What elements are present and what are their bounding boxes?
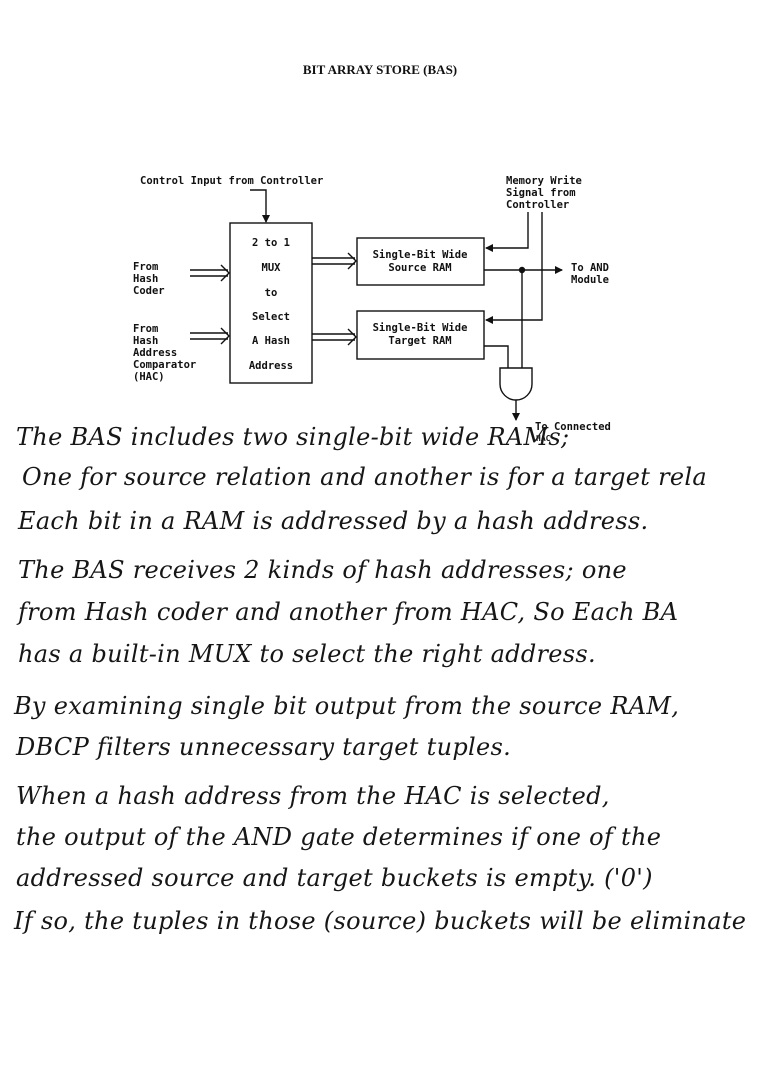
and-gate [499, 367, 533, 401]
mux-line-4: Select [252, 311, 290, 323]
mem-write-line-2: Signal from [506, 187, 576, 199]
target-ram-line-2: Target RAM [388, 335, 451, 347]
target-ram-line-1: Single-Bit Wide [373, 322, 468, 334]
page-title: BIT ARRAY STORE (BAS) [302, 62, 458, 77]
note-line-2: One for source relation and another is f… [22, 463, 707, 491]
mux-line-1: 2 to 1 [252, 237, 290, 249]
hash-coder-arrowhead [220, 264, 230, 282]
hac-small-label: HAC [536, 434, 551, 443]
note-line-9: When a hash address from the HAC is sele… [16, 782, 610, 810]
mux-box [229, 222, 313, 384]
to-and-line-1: To AND [571, 262, 609, 274]
hash-coder-input [190, 269, 228, 277]
source-ram-line-1: Single-Bit Wide [373, 249, 468, 261]
mem-write-line-3: Controller [506, 199, 569, 211]
mux-line-6: Address [249, 360, 293, 372]
hac-arrowhead [220, 327, 230, 345]
note-line-5: from Hash coder and another from HAC, So… [18, 598, 679, 626]
mux-to-target [312, 333, 355, 341]
mux-to-source-arrowhead [347, 252, 357, 270]
note-line-4: The BAS receives 2 kinds of hash address… [18, 556, 627, 584]
note-line-1: The BAS includes two single-bit wide RAM… [16, 423, 570, 451]
hac-line-2: Hash [133, 335, 158, 347]
control-input-label: Control Input from Controller [140, 175, 323, 187]
write-to-target [485, 212, 543, 324]
hac-line-5: (HAC) [133, 371, 165, 383]
note-line-3: Each bit in a RAM is addressed by a hash… [18, 507, 649, 535]
hac-input [190, 332, 228, 340]
note-line-7: By examining single bit output from the … [14, 692, 680, 720]
hac-line-3: Address [133, 347, 177, 359]
target-to-gate [484, 345, 509, 368]
note-line-8: DBCP filters unnecessary target tuples. [16, 733, 512, 761]
source-ram-line-2: Source RAM [388, 262, 451, 274]
hash-coder-line-2: Hash [133, 273, 158, 285]
note-line-10: the output of the AND gate determines if… [16, 823, 662, 851]
mux-line-5: A Hash [252, 335, 290, 347]
hac-line-4: Comparator [133, 359, 196, 371]
mux-line-3: to [265, 287, 278, 299]
hash-coder-line-1: From [133, 261, 158, 273]
mux-to-target-arrowhead [347, 328, 357, 346]
write-to-source [485, 212, 529, 252]
source-ram-box [356, 237, 485, 286]
note-line-6: has a built-in MUX to select the right a… [18, 640, 596, 668]
target-ram-box [356, 310, 485, 360]
hac-line-1: From [133, 323, 158, 335]
control-arrow [250, 189, 270, 223]
to-and-line-2: Module [571, 274, 609, 286]
note-line-11: addressed source and target buckets is e… [16, 864, 653, 892]
note-line-12: If so, the tuples in those (source) buck… [14, 907, 747, 935]
hash-coder-line-3: Coder [133, 285, 165, 297]
mem-write-line-1: Memory Write [506, 175, 582, 187]
to-connected-label: To Connected [535, 421, 611, 433]
mux-line-2: MUX [262, 262, 282, 274]
mux-to-source [312, 257, 355, 265]
